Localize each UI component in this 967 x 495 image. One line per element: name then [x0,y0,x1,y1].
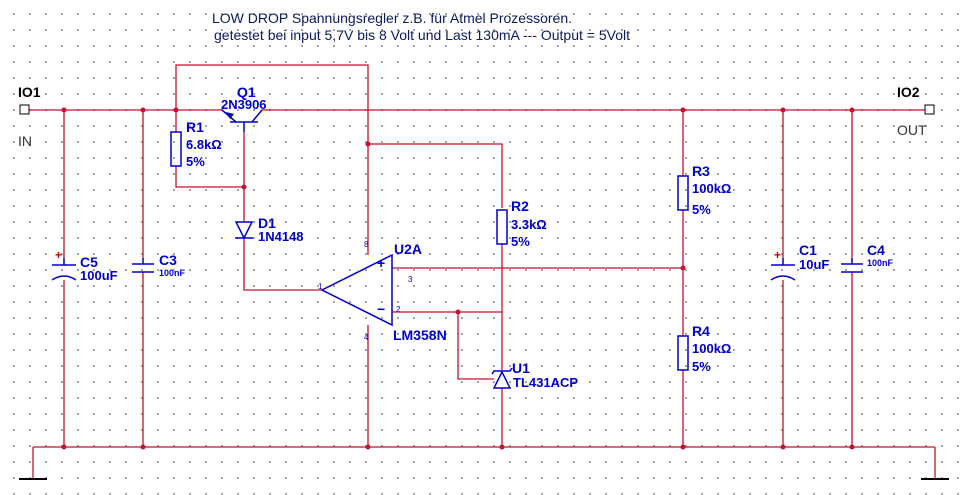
port-out-ref: IO2 [897,84,920,100]
junctions [61,107,855,450]
junction [61,107,67,113]
c5-plate-bottom [51,275,77,281]
junction [140,107,146,113]
r4-value: 100kΩ [692,341,731,356]
junction [499,444,505,450]
c5-polarity: + [55,248,62,262]
c4-value: 100nF [867,258,894,268]
resistor-r3[interactable]: R3 100kΩ 5% [677,163,731,217]
u1-ref: U1 [512,360,530,376]
diode-d1[interactable]: D1 1N4148 [234,215,304,244]
c1-ref: C1 [799,242,817,258]
r2-tolerance: 5% [511,234,530,249]
opamp-pin-1: 1 [318,282,323,291]
opamp-pin-3: 3 [408,275,413,284]
c3-value: 100nF [159,268,186,278]
c1-plate-bottom [770,275,796,281]
resistor-r4[interactable]: R4 100kΩ 5% [677,323,731,374]
port-in-label: IN [18,133,32,149]
c5-ref: C5 [80,254,98,270]
r1-wire-bottom [175,166,244,188]
r4-body [677,335,689,371]
r3-tolerance: 5% [692,202,711,217]
r2-value: 3.3kΩ [511,217,547,232]
capacitor-c5[interactable]: + C5 100uF [51,248,118,283]
junction [849,444,855,450]
junction [173,107,179,113]
u1-ref-wire [457,312,494,380]
r2-wire-top [368,143,503,208]
transistor-q1[interactable]: Q1 2N3906 [221,84,267,132]
u1-cathode-bar [491,367,513,375]
opamp-ref: U2A [394,241,422,257]
port-in-terminal-icon[interactable] [19,104,30,115]
wires [30,64,936,478]
junction [61,444,67,450]
d1-triangle-icon [234,221,254,240]
c1-value: 10uF [799,257,829,272]
opamp-pin-4: 4 [364,333,369,342]
shunt-reference-u1[interactable]: U1 TL431ACP [491,360,578,390]
opamp-u2a[interactable]: + − 3 2 1 8 4 U2A LM358N [318,240,447,343]
q1-ref: Q1 [237,84,256,100]
q1-value: 2N3906 [221,97,267,112]
port-in[interactable]: IO1 IN [18,84,41,149]
junction [241,184,247,190]
r1-value: 6.8kΩ [186,137,222,152]
r1-tolerance: 5% [186,154,205,169]
junction [680,265,686,271]
d1-ref: D1 [258,215,276,231]
r2-body [496,209,508,245]
opamp-pin-8: 8 [364,240,369,249]
q1-arrow-icon [226,112,234,119]
port-in-ref: IO1 [18,84,41,100]
junction [780,107,786,113]
port-out-terminal-icon[interactable] [924,104,935,115]
junction [680,444,686,450]
capacitor-c4[interactable]: C4 100nF [841,242,894,273]
u1-value: TL431ACP [513,375,578,390]
c5-value: 100uF [80,268,118,283]
resistor-r2[interactable]: R2 3.3kΩ 5% [496,198,547,249]
opamp-pin-2: 2 [396,305,401,314]
d1-value: 1N4148 [258,229,304,244]
junction [849,107,855,113]
r3-value: 100kΩ [692,181,731,196]
c4-ref: C4 [867,242,885,258]
r3-body [677,175,689,211]
capacitor-c3[interactable]: C3 100nF [132,252,186,278]
r2-ref: R2 [511,198,529,214]
opamp-triangle [320,253,393,327]
title-line-1: LOW DROP Spannungsregler z.B. für Atmel … [212,10,572,26]
junction [140,444,146,450]
junction [780,444,786,450]
resistor-r1[interactable]: R1 6.8kΩ 5% [170,119,222,169]
title-line-2: getestet bei input 5,7V bis 8 Volt und L… [214,27,630,43]
port-out-label: OUT [897,122,927,138]
c3-ref: C3 [159,252,177,268]
q1-collector-lead [251,109,263,123]
capacitor-c1[interactable]: + C1 10uF [770,242,829,281]
c1-polarity: + [774,248,781,262]
d1-to-opamp-output [243,238,322,291]
junction [680,107,686,113]
opamp-value: LM358N [393,327,447,343]
r1-ref: R1 [186,119,204,135]
junction [365,444,371,450]
r1-body [170,131,182,167]
r4-ref: R4 [692,323,710,339]
r3-ref: R3 [692,163,710,179]
opamp-plus-sign: + [377,255,385,271]
junction [365,141,371,147]
r4-tolerance: 5% [692,359,711,374]
opamp-minus-sign: − [377,301,385,317]
port-out[interactable]: IO2 OUT [897,84,935,138]
vcc-loop [175,64,369,255]
junction [455,309,461,315]
u1-triangle-icon [492,370,512,389]
